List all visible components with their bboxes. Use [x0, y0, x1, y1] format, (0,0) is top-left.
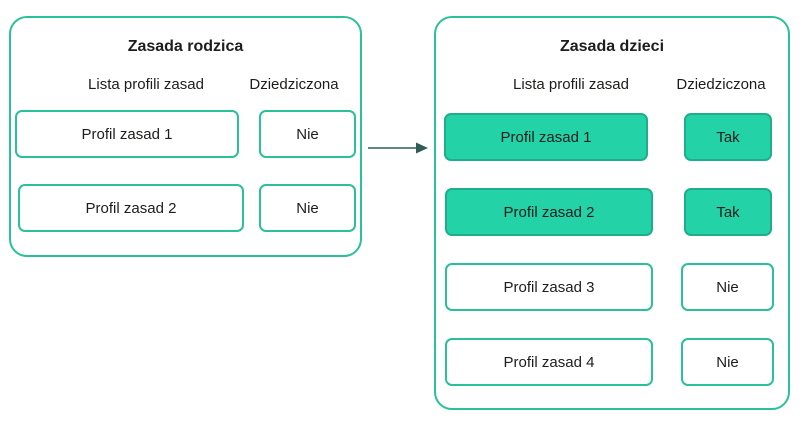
child-policy-title: Zasada dzieci: [559, 38, 665, 55]
parent-inherited-1: Nie: [259, 110, 356, 158]
child-inherited-2: Tak: [684, 188, 772, 236]
arrow-right-icon: [368, 142, 428, 154]
child-inherited-1: Tak: [684, 113, 772, 161]
child-col-inherited: Dziedziczona: [676, 76, 766, 93]
child-profile-1: Profil zasad 1: [444, 113, 648, 161]
child-profile-2: Profil zasad 2: [445, 188, 653, 236]
child-inherited-3: Nie: [681, 263, 774, 311]
parent-col-inherited: Dziedziczona: [249, 76, 339, 93]
child-profile-3: Profil zasad 3: [445, 263, 653, 311]
parent-profile-1: Profil zasad 1: [15, 110, 239, 158]
parent-profile-2: Profil zasad 2: [18, 184, 244, 232]
child-inherited-4: Nie: [681, 338, 774, 386]
parent-policy-title: Zasada rodzica: [127, 38, 244, 55]
parent-inherited-2: Nie: [259, 184, 356, 232]
parent-policy-panel: Zasada rodzica Lista profili zasad Dzied…: [9, 16, 362, 257]
parent-col-profile-list: Lista profili zasad: [88, 76, 204, 93]
child-col-profile-list: Lista profili zasad: [513, 76, 629, 93]
child-policy-panel: Zasada dzieci Lista profili zasad Dziedz…: [434, 16, 790, 410]
child-profile-4: Profil zasad 4: [445, 338, 653, 386]
